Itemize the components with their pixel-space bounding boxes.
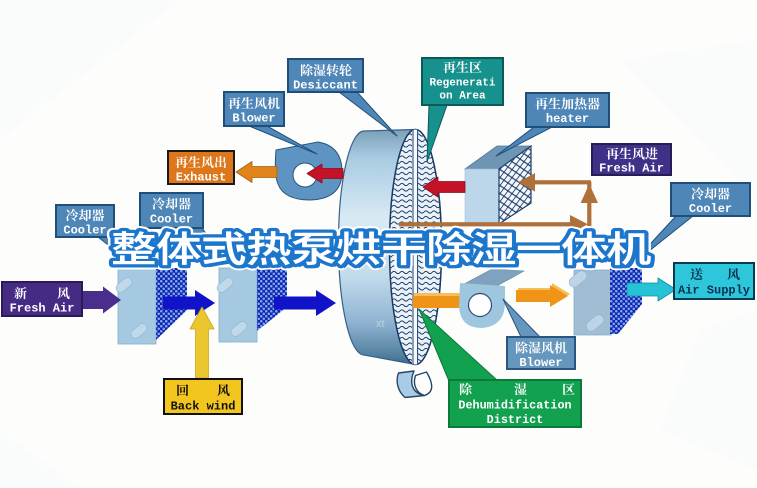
svg-text:Blower: Blower — [519, 356, 562, 370]
svg-text:Cooler: Cooler — [689, 202, 732, 216]
svg-text:Back wind: Back wind — [171, 400, 236, 414]
svg-text:Cooler: Cooler — [150, 213, 193, 227]
svg-text:Fresh Air: Fresh Air — [10, 302, 75, 316]
svg-text:on Area: on Area — [439, 91, 486, 103]
svg-text:Air Supply: Air Supply — [678, 284, 750, 298]
svg-text:Regenerati: Regenerati — [429, 78, 495, 90]
svg-text:Blower: Blower — [232, 112, 275, 126]
svg-text:District: District — [487, 413, 544, 427]
svg-text:xt: xt — [376, 318, 385, 330]
svg-text:Cooler: Cooler — [63, 224, 106, 238]
svg-text:heater: heater — [546, 112, 589, 126]
svg-text:Exhaust: Exhaust — [176, 171, 226, 185]
svg-text:Fresh Air: Fresh Air — [599, 162, 664, 176]
svg-text:Dehumidification: Dehumidification — [458, 399, 571, 413]
svg-text:Desiccant: Desiccant — [293, 79, 358, 93]
